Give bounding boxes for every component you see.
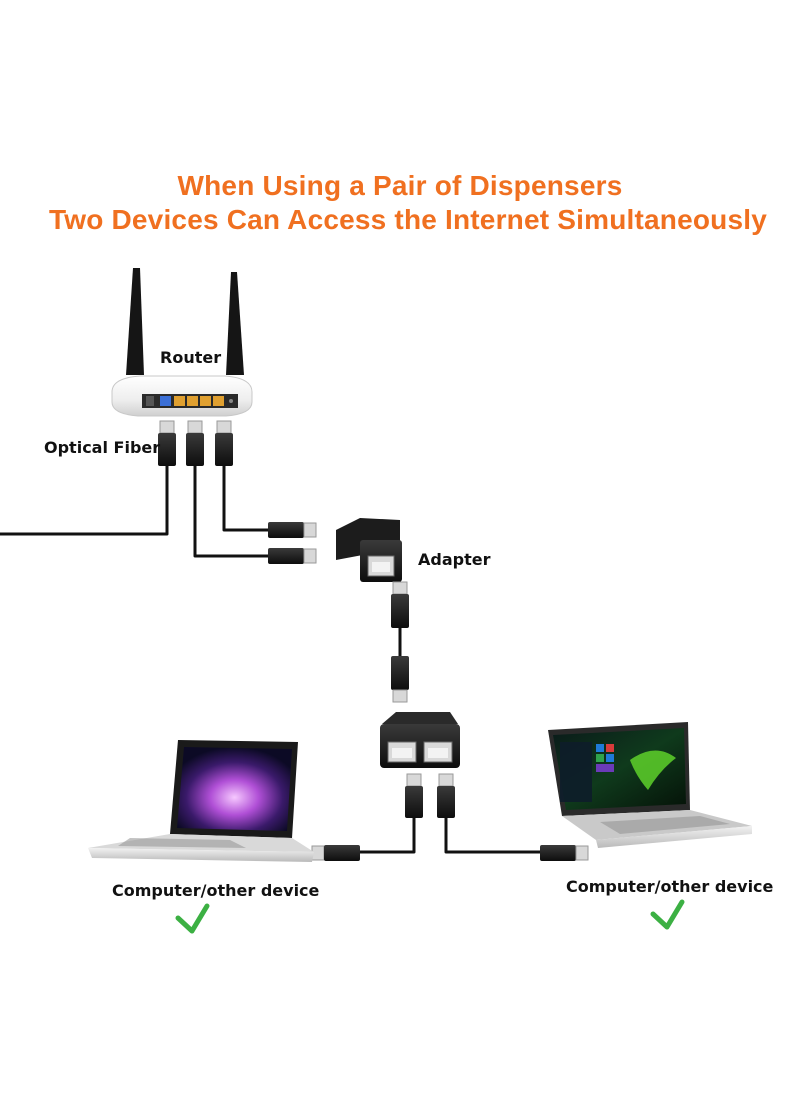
- ethernet-plug-icon: [311, 845, 360, 861]
- ethernet-plug-icon: [158, 420, 176, 466]
- checkmark-icon: [650, 899, 685, 930]
- headline-line-2: Two Devices Can Access the Internet Simu…: [49, 204, 767, 235]
- ethernet-plug-icon: [405, 773, 423, 818]
- computer-right-label: Computer/other device: [566, 877, 774, 896]
- adapter-label: Adapter: [418, 550, 491, 569]
- laptop-icon: [88, 740, 314, 862]
- router-label: Router: [160, 348, 222, 367]
- ethernet-plug-icon: [215, 420, 233, 466]
- ethernet-plug-icon: [540, 845, 589, 861]
- ethernet-plug-icon: [391, 581, 409, 628]
- optical-fiber-label: Optical Fiber: [44, 438, 161, 457]
- ethernet-plug-icon: [391, 656, 409, 703]
- router-icon: [111, 268, 253, 417]
- ethernet-plug-icon: [437, 773, 455, 818]
- headline-line-1: When Using a Pair of Dispensers: [177, 170, 623, 201]
- cable-lines: [0, 466, 540, 854]
- checkmark-icon: [175, 903, 210, 934]
- splitter-adapter-icon: [336, 518, 402, 582]
- splitter-adapter-icon: [380, 712, 460, 768]
- ethernet-plug-icon: [268, 522, 317, 538]
- computer-left-label: Computer/other device: [112, 881, 320, 900]
- ethernet-plug-icon: [268, 548, 317, 564]
- ethernet-plug-icon: [186, 420, 204, 466]
- laptop-icon: [548, 722, 752, 848]
